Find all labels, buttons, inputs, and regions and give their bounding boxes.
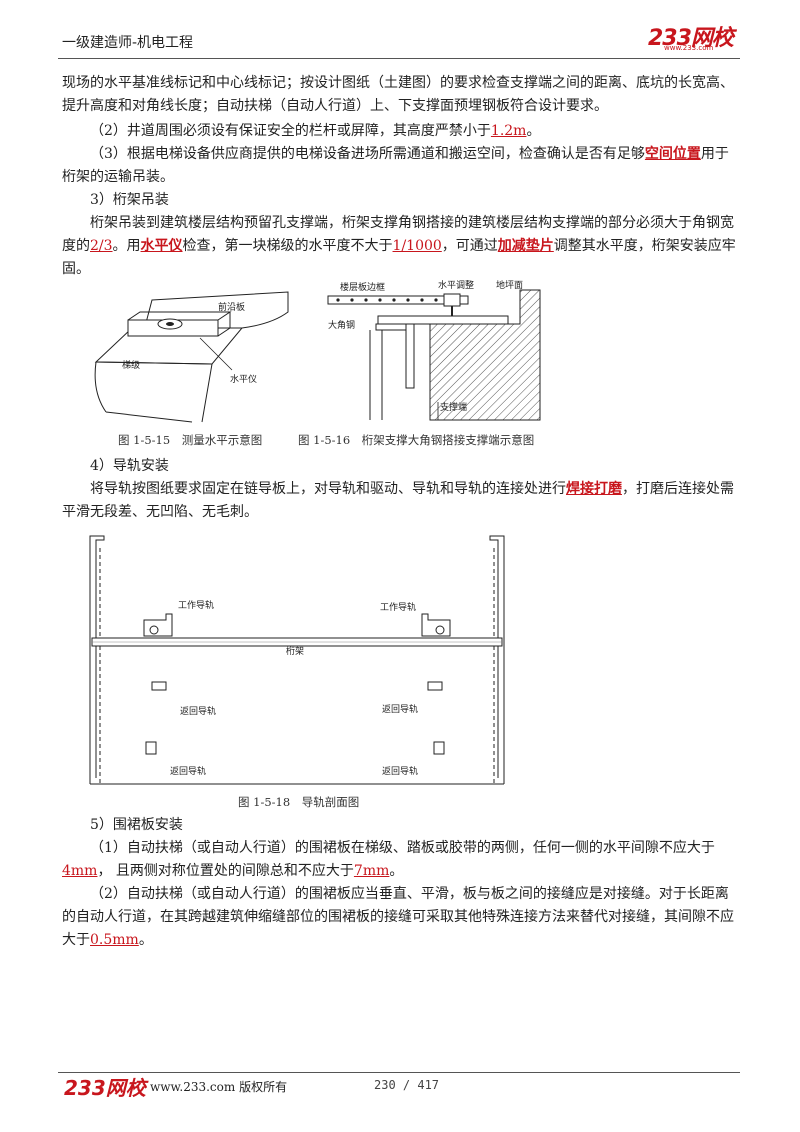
figure-truss-support: 楼层板边框 水平调整 地坪面 大角钢 支撑端 [327,280,541,421]
footer-copyright: www.233.com 版权所有 [150,1080,288,1094]
label-work-rail-right: 工作导轨 [380,601,416,613]
highlight-weld-grind: 焊接打磨 [566,481,622,497]
highlight-space: 空间位置 [644,146,701,162]
paragraph-4: 桁架吊装到建筑楼层结构预留孔支撑端，桁架支撑角钢搭接的建筑楼层结构支撑端的部分必… [62,215,736,277]
label-return-rail-left-2: 返回导轨 [170,765,206,777]
label-front-plate: 前沿板 [218,301,245,313]
label-level: 水平仪 [230,373,257,385]
label-floor: 地坪面 [496,280,523,291]
footer-logo: 233网校 [64,1076,146,1100]
figure-measure-level: 前沿板 梯级 水平仪 [94,291,289,423]
highlight-1-2m: 1.2m [490,123,527,139]
highlight-2-3: 2/3 [90,238,113,254]
label-step: 梯级 [122,359,140,371]
label-floor-frame: 楼层板边框 [340,281,385,293]
heading-rail-install: 4）导轨安装 [90,458,169,474]
label-angle-steel: 大角钢 [328,319,355,331]
paragraph-5: 将导轨按图纸要求固定在链导板上，对导轨和驱动、导轨和导轨的连接处进行焊接打磨，打… [62,481,734,520]
caption-fig-1-5-15: 图 1-5-15 测量水平示意图 [118,433,263,447]
paragraph-2: （2）井道周围必须设有保证安全的栏杆或屏障，其高度严禁小于1.2m。 [90,123,541,139]
page-number: 230 / 417 [374,1078,440,1092]
highlight-0-5mm: 0.5mm [90,932,139,948]
header-divider [58,58,740,59]
paragraph-1: 现场的水平基准线标记和中心线标记；按设计图纸（土建图）的要求检查支撑端之间的距离… [62,75,734,114]
label-support-end: 支撑端 [440,401,467,413]
label-return-rail-right-2: 返回导轨 [382,765,418,777]
label-level-adjust: 水平调整 [438,280,474,291]
heading-skirt-install: 5）围裙板安装 [90,817,183,833]
highlight-4mm: 4mm [62,863,98,879]
highlight-level: 水平仪 [140,238,183,254]
paragraph-7: （2）自动扶梯（或自动人行道）的围裙板应当垂直、平滑，板与板之间的接缝应是对接缝… [62,886,734,948]
figure-rail-section: 工作导轨 工作导轨 桁架 返回导轨 返回导轨 返回导轨 返回导轨 [89,535,505,785]
heading-truss-lifting: 3）桁架吊装 [90,192,169,208]
caption-fig-1-5-18: 图 1-5-18 导轨剖面图 [238,795,360,809]
highlight-7mm: 7mm [353,863,390,879]
label-return-rail-right-1: 返回导轨 [382,703,418,715]
label-truss: 桁架 [286,645,304,657]
header-logo: 233网校 [648,26,734,51]
caption-fig-1-5-16: 图 1-5-16 桁架支撑大角钢搭接支撑端示意图 [298,433,535,447]
footer-divider [58,1072,740,1073]
paragraph-6: （1）自动扶梯（或自动人行道）的围裙板在梯级、踏板或胶带的两侧，任何一侧的水平间… [62,840,715,879]
label-work-rail-left: 工作导轨 [178,599,214,611]
highlight-1-1000: 1/1000 [392,238,442,254]
label-return-rail-left-1: 返回导轨 [180,705,216,717]
highlight-shim: 加减垫片 [497,238,554,254]
paragraph-3: （3）根据电梯设备供应商提供的电梯设备进场所需通道和搬运空间，检查确认是否有足够… [62,146,729,185]
header-logo-url: www.233.com [664,44,714,52]
header-title: 一级建造师-机电工程 [62,35,194,51]
